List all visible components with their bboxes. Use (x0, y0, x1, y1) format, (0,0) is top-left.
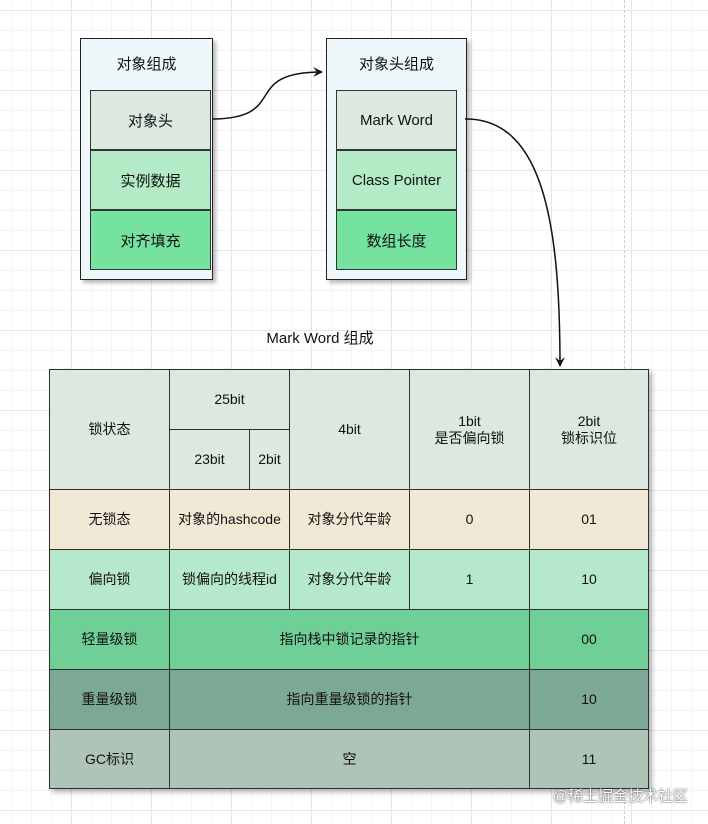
row-light-state: 轻量级锁 (49, 609, 170, 670)
row-heavy-pointer: 指向重量级锁的指针 (169, 669, 530, 730)
row-light-flag: 00 (529, 609, 649, 670)
object-layout-box: 对象组成 对象头 实例数据 对齐填充 (80, 38, 213, 280)
header-layout-box: 对象头组成 Mark Word Class Pointer 数组长度 (326, 38, 467, 280)
array-length-cell: 数组长度 (336, 210, 457, 270)
object-header-cell: 对象头 (90, 90, 211, 150)
row-unlocked-age: 对象分代年龄 (289, 489, 410, 550)
row-biased-state: 偏向锁 (49, 549, 170, 610)
header-lock-flag: 2bit 锁标识位 (529, 369, 649, 490)
row-biased-thread: 锁偏向的线程id (169, 549, 290, 610)
row-unlocked-state: 无锁态 (49, 489, 170, 550)
row-gc-empty: 空 (169, 729, 530, 789)
row-biased-biased: 1 (409, 549, 530, 610)
row-unlocked-flag: 01 (529, 489, 649, 550)
object-layout-title: 对象组成 (116, 56, 177, 73)
header-2bit: 2bit (249, 429, 290, 490)
header-25bit: 25bit (169, 369, 290, 430)
padding-cell: 对齐填充 (90, 210, 211, 270)
row-light-pointer: 指向栈中锁记录的指针 (169, 609, 530, 670)
mark-word-cell: Mark Word (336, 90, 457, 150)
row-gc-state: GC标识 (49, 729, 170, 789)
instance-data-cell: 实例数据 (90, 150, 211, 210)
header-lock-state: 锁状态 (49, 369, 170, 490)
row-unlocked-hashcode: 对象的hashcode (169, 489, 290, 550)
mark-word-title: Mark Word 组成 (266, 330, 374, 347)
row-biased-flag: 10 (529, 549, 649, 610)
header-4bit: 4bit (289, 369, 410, 490)
row-unlocked-biased: 0 (409, 489, 530, 550)
watermark: @稀土掘金技术社区 (552, 788, 688, 805)
row-gc-flag: 11 (529, 729, 649, 789)
row-heavy-flag: 10 (529, 669, 649, 730)
header-biased-flag: 1bit 是否偏向锁 (409, 369, 530, 490)
row-heavy-state: 重量级锁 (49, 669, 170, 730)
header-layout-title: 对象头组成 (358, 56, 434, 73)
mark-word-table: 锁状态 25bit 23bit 2bit 4bit 1bit 是否偏向锁 2bi… (49, 369, 649, 789)
arrow-header-to-header-layout (212, 67, 323, 120)
row-biased-age: 对象分代年龄 (289, 549, 410, 610)
header-23bit: 23bit (169, 429, 250, 490)
class-pointer-cell: Class Pointer (336, 150, 457, 210)
arrow-markword-to-table (464, 118, 565, 367)
